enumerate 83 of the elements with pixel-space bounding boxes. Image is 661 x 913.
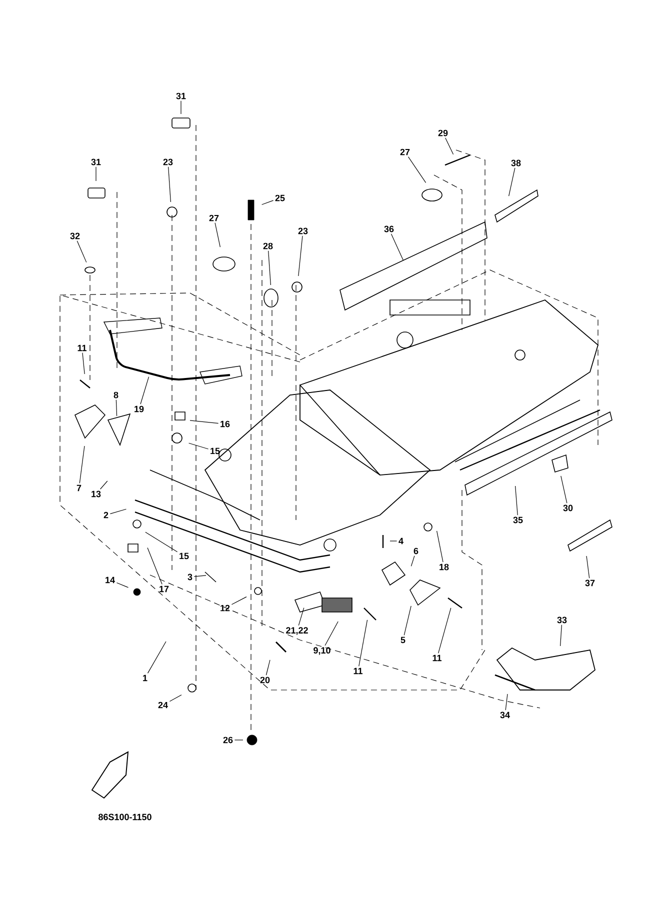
leader-line (560, 624, 562, 646)
leader-line (140, 376, 150, 404)
callout-number: 13 (92, 490, 101, 498)
callout-number: 4 (398, 538, 404, 544)
leader-line (404, 606, 412, 636)
leader-line (231, 596, 247, 605)
leader-line (188, 442, 209, 450)
leader-line (298, 608, 304, 626)
leader-line (147, 641, 166, 674)
callout-number: 36 (384, 226, 394, 232)
leader-line (168, 166, 171, 202)
callout-number: 8 (114, 392, 118, 398)
callout-number: 15 (210, 448, 220, 454)
leader-line (358, 620, 368, 666)
callout-number: 25 (275, 194, 285, 202)
leader-line (586, 556, 590, 578)
leader-line (515, 486, 518, 516)
callout-number: 32 (70, 232, 80, 240)
leader-line (445, 138, 454, 155)
callout-number: 27 (209, 214, 219, 222)
leader-line (436, 530, 444, 562)
callout-number: 27 (400, 148, 410, 156)
leader-line (79, 446, 85, 484)
callout-number: 19 (134, 406, 144, 412)
leader-line (82, 352, 85, 374)
callout-number: 17 (160, 586, 169, 592)
leader-line (169, 694, 182, 702)
callout-number: 31 (91, 158, 101, 166)
leader-line (116, 400, 118, 416)
leader-line (410, 556, 415, 566)
leader-line (390, 234, 404, 261)
callout-number: 23 (163, 158, 173, 166)
callout-number: 33 (557, 616, 567, 624)
callout-number: 7 (76, 484, 82, 492)
leader-line (145, 532, 178, 552)
leader-line (110, 508, 126, 514)
leader-line (190, 420, 219, 424)
callout-number: 31 (176, 92, 186, 100)
callout-number: 35 (513, 516, 523, 524)
callout-number: 11 (78, 344, 86, 352)
callout-number: 12 (220, 604, 230, 612)
callout-number: 2 (104, 512, 108, 518)
callout-number: 21,22 (286, 627, 308, 635)
callout-number: 15 (180, 552, 189, 560)
callout-number: 37 (585, 580, 595, 586)
callout-number: 11 (354, 668, 362, 674)
leader-line (194, 575, 206, 577)
leader-line (147, 547, 162, 584)
callout-number: 34 (500, 712, 510, 718)
leader-line (266, 660, 270, 676)
callout-number: 9,10 (314, 647, 330, 655)
leader-line (214, 222, 220, 248)
leader-line (438, 608, 452, 654)
callout-number: 16 (220, 420, 230, 428)
callout-number: 29 (438, 130, 448, 136)
part-number: 86S100-1150 (98, 814, 152, 820)
leader-line (116, 582, 129, 588)
leader-line (508, 168, 516, 196)
callout-number: 28 (263, 242, 273, 250)
leader-line (324, 621, 338, 646)
callout-number: 6 (414, 548, 418, 554)
leader-line (262, 200, 274, 205)
leader-line (76, 240, 87, 263)
callout-number: 26 (223, 736, 233, 744)
callout-number: 5 (400, 636, 406, 644)
callout-number: 23 (298, 228, 308, 234)
callout-number: 11 (432, 654, 442, 662)
leader-line (100, 480, 108, 490)
leader-line (505, 694, 508, 710)
callout-number: 1 (143, 674, 148, 682)
callout-number: 20 (260, 676, 270, 684)
leader-line (180, 100, 182, 114)
callout-number: 24 (158, 702, 168, 708)
leader-line (298, 236, 303, 276)
leader-line (390, 540, 398, 542)
leader-line (560, 476, 568, 504)
callout-number: 30 (563, 504, 573, 512)
callout-number: 18 (440, 564, 449, 570)
leader-line (268, 250, 271, 286)
callout-number: 3 (188, 574, 192, 580)
leader-line (408, 156, 426, 184)
callout-number: 38 (511, 160, 521, 166)
callout-number: 14 (106, 576, 115, 584)
